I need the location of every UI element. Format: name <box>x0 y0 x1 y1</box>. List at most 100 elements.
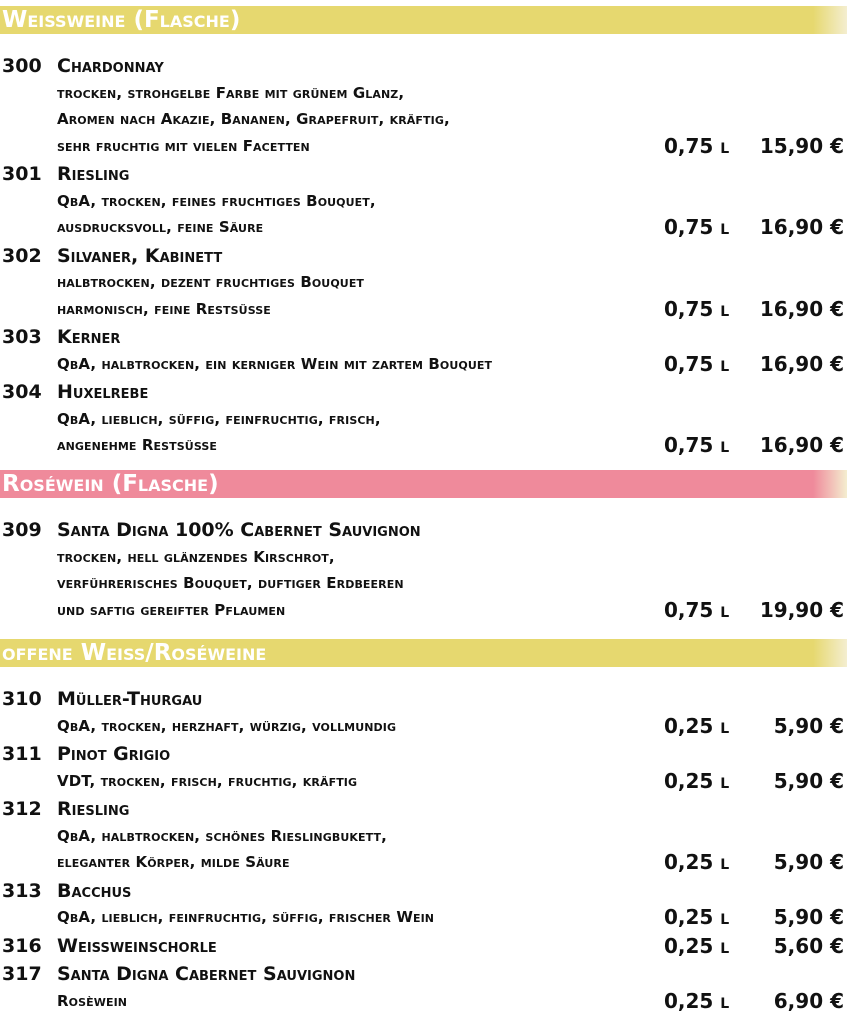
item-name: Müller-Thurgau <box>57 688 203 710</box>
item-number: 303 <box>2 326 42 348</box>
item-number: 311 <box>2 743 42 765</box>
item-description: harmonisch, feine Restsüsse <box>57 299 271 318</box>
item-name: Weissweinschorle <box>57 934 217 957</box>
item-description: trocken, strohgelbe Farbe mit grünem Gla… <box>57 83 405 102</box>
item-description-line: verführerisches Bouquet, duftiger Erdbee… <box>0 571 847 598</box>
item-description: ausdrucksvoll, feine Säure <box>57 218 264 236</box>
item-number: 313 <box>2 879 42 902</box>
item-volume: 0,75 l <box>664 133 730 158</box>
item-price: 5,60 € <box>773 933 844 958</box>
item-price: 5,90 € <box>773 850 844 874</box>
item-title-line: 303 Kerner <box>0 325 847 352</box>
item-name: Chardonnay <box>57 55 164 77</box>
item-description-line: QbA, lieblich, süffig, feinfruchtig, fri… <box>0 407 847 434</box>
menu-item-300: 300 Chardonnay trocken, strohgelbe Farbe m… <box>0 54 847 160</box>
item-description-line: Rosèwein 0,25 l 6,90 € <box>0 989 847 1016</box>
item-title-line: 317 Santa Digna Cabernet Sauvignon <box>0 962 847 989</box>
menu-item-302: 302 Silvaner, Kabinett halbtrocken, dezent… <box>0 244 847 324</box>
item-number: 317 <box>2 963 42 985</box>
item-name: Huxelrebe <box>57 381 149 403</box>
item-volume: 0,75 l <box>664 433 730 457</box>
item-volume: 0,25 l <box>664 905 730 929</box>
item-description-line: Aromen nach Akazie, Bananen, Grapefruit,… <box>0 107 847 134</box>
item-description-line: QbA, trocken, feines fruchtiges Bouquet, <box>0 189 847 216</box>
item-price: 5,90 € <box>773 905 844 929</box>
menu-item-316: 316 Weissweinschorle 0,25 l 5,60 € <box>0 934 847 961</box>
item-title-line: 311 Pinot Grigio <box>0 742 847 769</box>
item-description-line: QbA, halbtrocken, schönes Rieslingbukett… <box>0 824 847 851</box>
item-description: Aromen nach Akazie, Bananen, Grapefruit,… <box>57 110 450 128</box>
item-number: 304 <box>2 381 42 403</box>
item-title-line: 313 Bacchus <box>0 879 847 906</box>
item-price: 16,90 € <box>759 433 844 457</box>
item-number: 316 <box>2 934 42 957</box>
item-title-line: 301 Riesling <box>0 162 847 189</box>
item-number: 300 <box>2 55 42 77</box>
item-description: eleganter Körper, milde Säure <box>57 853 290 871</box>
item-description: QbA, halbtrocken, ein kerniger Wein mit … <box>57 354 493 373</box>
section-header-weissweine-flasche: Weissweine (Flasche) <box>0 6 847 34</box>
menu-item-309: 309 Santa Digna 100% Cabernet Sauvignon tr… <box>0 518 847 624</box>
item-name: Santa Digna Cabernet Sauvignon <box>57 963 356 985</box>
item-volume: 0,25 l <box>664 850 730 874</box>
item-price: 5,90 € <box>773 713 844 738</box>
item-name: Santa Digna 100% Cabernet Sauvignon <box>57 519 421 541</box>
item-title-line: 309 Santa Digna 100% Cabernet Sauvignon <box>0 518 847 545</box>
item-volume: 0,25 l <box>664 988 730 1013</box>
section-title: offene Weiss/Roséweine <box>2 639 275 667</box>
item-name: Silvaner, Kabinett <box>57 244 223 267</box>
item-name: Riesling <box>57 798 130 820</box>
item-description: QbA, lieblich, feinfruchtig, süffig, fri… <box>57 908 435 926</box>
section-title: Roséwein (Flasche) <box>2 470 227 498</box>
item-number: 302 <box>2 244 42 267</box>
item-price: 15,90 € <box>759 133 844 158</box>
item-description: angenehme Restsüsse <box>57 436 217 454</box>
section-header-offene-weiss-roseweine: offene Weiss/Roséweine <box>0 639 847 667</box>
item-description: QbA, trocken, feines fruchtiges Bouquet, <box>57 191 376 210</box>
item-volume: 0,75 l <box>664 215 730 239</box>
item-name: Pinot Grigio <box>57 743 171 765</box>
section-header-rosewein-flasche: Roséwein (Flasche) <box>0 470 847 498</box>
item-volume: 0,75 l <box>664 296 730 321</box>
item-description-line: halbtrocken, dezent fruchtiges Bouquet <box>0 270 847 297</box>
item-title-line: 316 Weissweinschorle 0,25 l 5,60 € <box>0 934 847 961</box>
item-description: und saftig gereifter Pflaumen <box>57 600 286 619</box>
item-description: Rosèwein <box>57 991 128 1010</box>
item-description-line: trocken, hell glänzendes Kirschrot, <box>0 545 847 572</box>
item-description-line: QbA, halbtrocken, ein kerniger Wein mit … <box>0 352 847 379</box>
item-price: 5,90 € <box>773 768 844 793</box>
section-title: Weissweine (Flasche) <box>2 6 249 34</box>
item-name: Bacchus <box>57 879 132 902</box>
item-description: halbtrocken, dezent fruchtiges Bouquet <box>57 273 365 291</box>
item-number: 312 <box>2 798 42 820</box>
item-volume: 0,75 l <box>664 351 730 376</box>
item-description-line: angenehme Restsüsse 0,75 l 16,90 € <box>0 433 847 460</box>
item-description: sehr fruchtig mit vielen Facetten <box>57 136 310 155</box>
item-title-line: 312 Riesling <box>0 797 847 824</box>
item-description-line: QbA, trocken, herzhaft, würzig, vollmund… <box>0 714 847 741</box>
item-price: 16,90 € <box>759 351 844 376</box>
item-title-line: 310 Müller-Thurgau <box>0 687 847 714</box>
item-title-line: 304 Huxelrebe <box>0 380 847 407</box>
item-description-line: sehr fruchtig mit vielen Facetten 0,75 l 1… <box>0 134 847 161</box>
item-volume: 0,25 l <box>664 933 730 958</box>
item-number: 309 <box>2 519 42 541</box>
item-number: 310 <box>2 688 42 710</box>
item-name: Kerner <box>57 326 121 348</box>
item-name: Riesling <box>57 163 130 185</box>
item-description: QbA, halbtrocken, schönes Rieslingbukett… <box>57 826 387 845</box>
item-price: 6,90 € <box>773 988 844 1013</box>
item-number: 301 <box>2 163 42 185</box>
item-description: trocken, hell glänzendes Kirschrot, <box>57 547 335 566</box>
item-volume: 0,75 l <box>664 597 730 622</box>
